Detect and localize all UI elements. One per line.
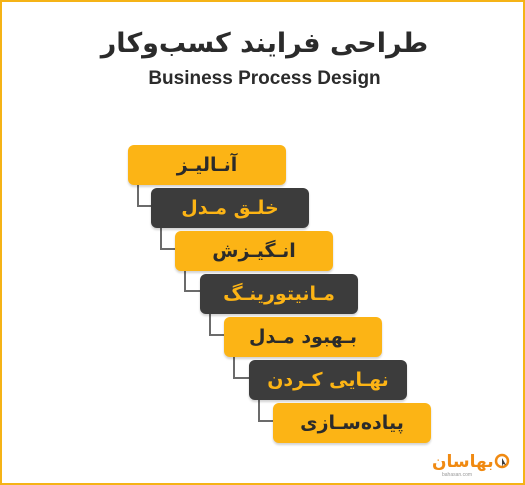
step-connector: [137, 185, 153, 207]
step-connector: [184, 270, 200, 292]
step-1: آنـالیـز: [128, 145, 286, 185]
step-6: نهـایی کـردن: [249, 360, 407, 400]
brand-logo-text: بهاسان: [432, 452, 494, 472]
step-4: مـانیتورینـگ: [200, 274, 358, 314]
step-label: پیاده‌سـازی: [300, 412, 404, 434]
step-connector: [233, 357, 249, 379]
step-connector: [209, 314, 225, 336]
diagram-title-en: Business Process Design: [148, 68, 381, 89]
step-label: بـهبود مـدل: [249, 326, 357, 348]
diagram-title-fa: طراحی فرایند کسب‌وکار: [100, 28, 429, 59]
step-label: نهـایی کـردن: [267, 369, 389, 391]
step-label: آنـالیـز: [176, 154, 238, 176]
step-label: انـگیـزش: [212, 240, 296, 262]
step-connector: [160, 228, 176, 250]
step-5: بـهبود مـدل: [224, 317, 382, 357]
step-2: خلـق مـدل: [151, 188, 309, 228]
brand-logo: بهاسان: [432, 452, 512, 472]
brand-logo-subtext: bahasan.com: [442, 472, 473, 478]
step-label: خلـق مـدل: [181, 197, 279, 219]
step-connector: [258, 400, 274, 422]
step-7: پیاده‌سـازی: [273, 403, 431, 443]
step-label: مـانیتورینـگ: [223, 283, 335, 305]
magnifier-cursor-icon: [494, 453, 509, 469]
step-3: انـگیـزش: [175, 231, 333, 271]
